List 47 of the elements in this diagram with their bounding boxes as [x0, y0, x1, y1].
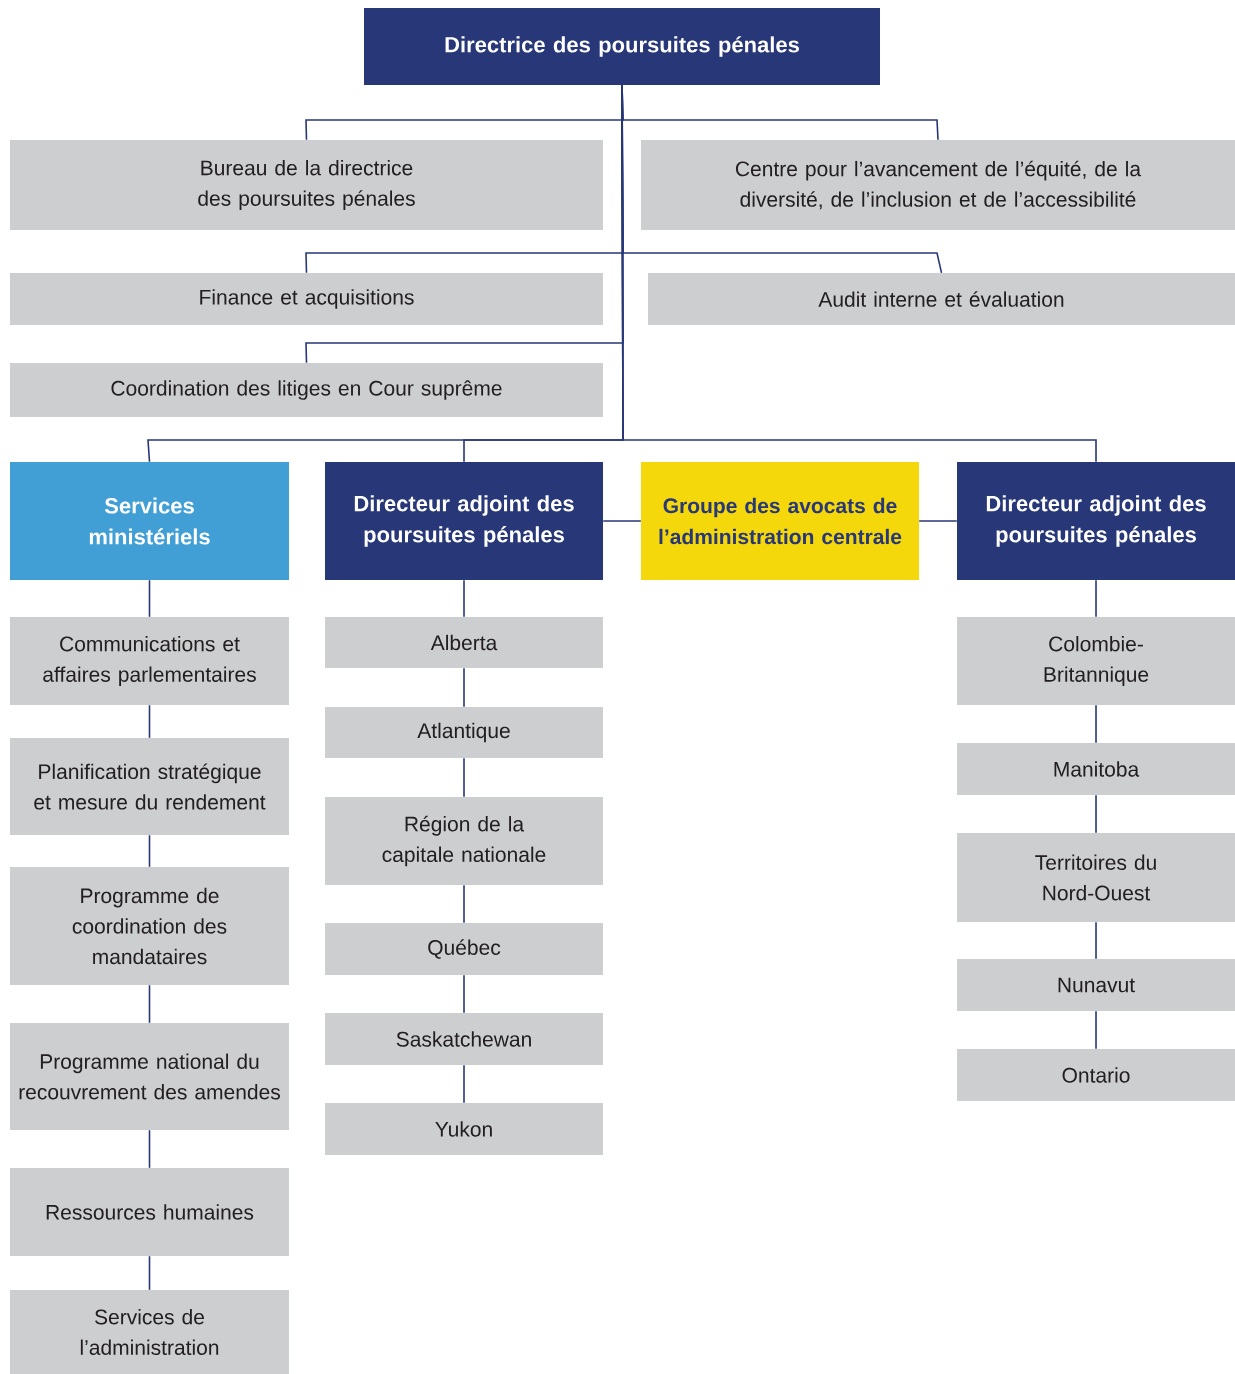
office-box: Planification stratégique et mesure du rendement	[10, 738, 289, 835]
connector-line	[1095, 921, 1097, 960]
office-box: Saskatchewan	[325, 1013, 603, 1065]
office-box: Services de l’administration	[10, 1290, 289, 1374]
office-box: Bureau de la directrice des poursuites pénales	[10, 140, 603, 230]
connector-line	[148, 704, 151, 739]
connector-line	[463, 974, 465, 1014]
office-box: Communications et affaires parlementaires	[10, 617, 289, 705]
office-box: Audit interne et évaluation	[648, 273, 1235, 325]
connector-line	[148, 1255, 151, 1291]
office-box: Nunavut	[957, 959, 1235, 1011]
office-box: Colombie-Britannique	[957, 617, 1235, 705]
connector-line	[1095, 1010, 1097, 1050]
unit-box: Directeur adjoint des poursuites pénales	[957, 462, 1235, 580]
connector-line	[148, 984, 151, 1024]
office-box: Manitoba	[957, 743, 1235, 795]
unit-box: Groupe des avocats de l’administration centrale	[641, 462, 919, 580]
connector-line	[463, 884, 465, 924]
office-box: Ressources humaines	[10, 1168, 289, 1256]
office-box: Coordination des litiges en Cour suprême	[10, 363, 603, 417]
title-box: Directrice des poursuites pénales	[364, 8, 880, 85]
connector-line	[1095, 794, 1097, 834]
connector-line	[1095, 579, 1097, 618]
office-box: Atlantique	[325, 707, 603, 758]
connector-line	[463, 579, 465, 618]
connector-line	[621, 84, 1097, 463]
office-box: Centre pour l’avancement de l’équité, de la diversité, de l’inclusion et de l’accessibilité	[641, 140, 1235, 230]
connector-line	[463, 667, 465, 708]
unit-box: Services ministériels	[10, 462, 289, 580]
office-box: Québec	[325, 923, 603, 975]
office-box: Ontario	[957, 1049, 1235, 1101]
office-box: Alberta	[325, 617, 603, 668]
connector-line	[463, 757, 465, 798]
connector-line	[1095, 704, 1097, 744]
connector-line	[148, 834, 151, 868]
connector-line	[918, 520, 958, 522]
office-box: Yukon	[325, 1103, 603, 1155]
connector-line	[463, 1064, 465, 1104]
connector-line	[148, 1129, 151, 1169]
unit-box: Directeur adjoint des poursuites pénales	[325, 462, 603, 580]
connector-line	[602, 520, 642, 522]
connector-line	[148, 579, 151, 618]
office-box: Finance et acquisitions	[10, 273, 603, 325]
office-box: Programme national du recouvrement des amendes	[10, 1023, 289, 1130]
office-box: Territoires du Nord-Ouest	[957, 833, 1235, 922]
office-box: Région de la capitale nationale	[325, 797, 603, 885]
office-box: Programme de coordination des mandataires	[10, 867, 289, 985]
